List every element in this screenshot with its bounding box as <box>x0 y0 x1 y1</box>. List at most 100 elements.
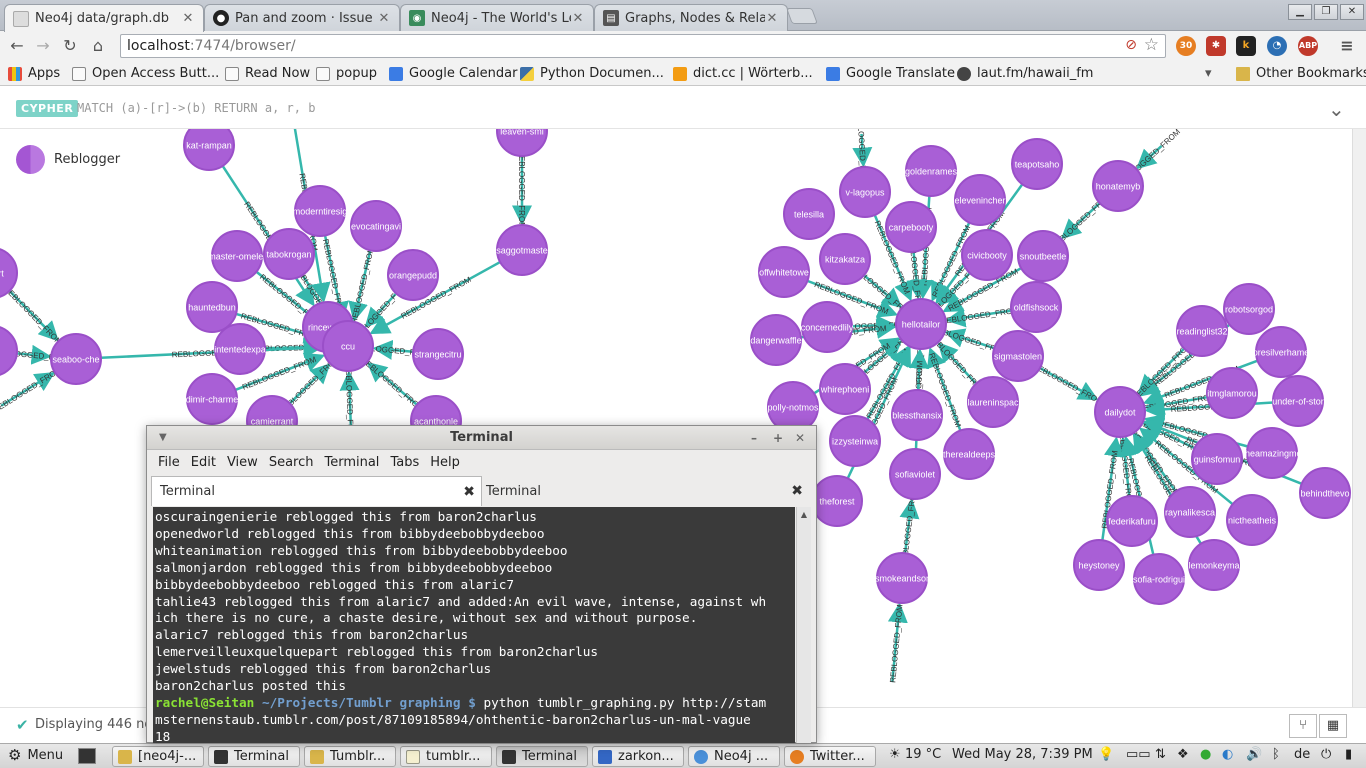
graph-node[interactable]: offwhitetowe <box>758 246 810 298</box>
node-circle[interactable] <box>943 428 995 480</box>
relationship-edge[interactable] <box>1138 427 1234 506</box>
menu-file[interactable]: File <box>158 454 180 470</box>
bookmark-python-docs[interactable]: Python Documen... <box>520 64 664 83</box>
tab-github-issue[interactable]: ● Pan and zoom · Issue # ✕ <box>204 4 400 31</box>
menu-tabs[interactable]: Tabs <box>390 454 420 470</box>
task-tumblr-editor[interactable]: tumblr... <box>400 746 492 767</box>
task-tumblr-folder[interactable]: Tumblr... <box>304 746 396 767</box>
bookmark-google-calendar[interactable]: Google Calendar <box>389 64 517 83</box>
node-circle[interactable] <box>50 333 102 385</box>
bookmark-google-translate[interactable]: Google Translate <box>826 64 955 83</box>
node-circle[interactable] <box>1206 367 1258 419</box>
task-zarkon[interactable]: zarkon... <box>592 746 684 767</box>
node-circle[interactable] <box>1133 553 1185 605</box>
graph-node[interactable]: orangepudd <box>387 249 439 301</box>
graph-node[interactable]: lemonkeyma <box>1188 539 1240 591</box>
relationship-edge[interactable] <box>100 338 324 360</box>
graph-node[interactable]: federikafuru <box>1106 495 1158 547</box>
node-circle[interactable] <box>992 330 1044 382</box>
graph-node[interactable]: guinsfomun <box>1191 433 1243 485</box>
close-icon[interactable]: ✕ <box>182 11 194 26</box>
graph-node[interactable]: leaven-smi <box>496 129 548 157</box>
update-icon[interactable]: ◐ <box>1222 747 1234 762</box>
node-circle[interactable] <box>839 166 891 218</box>
node-circle[interactable] <box>186 373 238 425</box>
graph-node[interactable]: ccu <box>322 320 374 372</box>
terminal-window[interactable]: ▼ Terminal – + ✕ File Edit View Search T… <box>146 425 817 743</box>
bookmark-laut-fm[interactable]: laut.fm/hawaii_fm <box>957 64 1093 83</box>
new-tab-button[interactable] <box>786 8 818 24</box>
task-neo4j-folder[interactable]: [neo4j-... <box>112 746 204 767</box>
rss-extension-icon[interactable]: 30 <box>1176 36 1196 56</box>
node-circle[interactable] <box>895 298 947 350</box>
graph-node[interactable]: rupert <box>0 248 18 298</box>
node-circle[interactable] <box>387 249 439 301</box>
graph-node[interactable]: presilverhame <box>1253 326 1310 378</box>
dropbox-icon[interactable]: ❖ <box>1177 747 1189 762</box>
close-icon[interactable]: ✕ <box>572 10 584 26</box>
node-circle[interactable] <box>294 185 346 237</box>
graph-node[interactable]: teapotsaho <box>1011 138 1063 190</box>
reload-button[interactable]: ↻ <box>63 36 77 55</box>
home-button[interactable]: ⌂ <box>92 36 104 55</box>
relationship-edge[interactable] <box>944 328 995 350</box>
close-icon[interactable]: ✖ <box>463 483 475 500</box>
menu-terminal[interactable]: Terminal <box>324 454 380 470</box>
relationship-edge[interactable] <box>348 250 372 323</box>
node-circle[interactable] <box>783 188 835 240</box>
bookmark-read-now[interactable]: Read Now <box>225 64 310 83</box>
node-circle[interactable] <box>1073 539 1125 591</box>
graph-node[interactable]: dangerwaffle <box>750 314 802 366</box>
graph-node[interactable]: behindthevo <box>1299 467 1351 519</box>
graph-node[interactable]: sofia-rodrigui <box>1133 553 1185 605</box>
window-menu-icon[interactable]: ▼ <box>159 432 167 443</box>
terminal-scrollbar[interactable]: ▲ <box>796 507 811 743</box>
graph-node[interactable]: kat-rampan <box>183 129 235 171</box>
relationship-edge[interactable] <box>806 279 899 318</box>
chat-icon[interactable]: ● <box>1200 747 1212 762</box>
relationship-edge[interactable] <box>234 352 326 392</box>
relationship-edge[interactable] <box>1039 366 1099 401</box>
node-circle[interactable] <box>961 229 1013 281</box>
relationship-edge[interactable] <box>873 214 913 302</box>
node-circle[interactable] <box>496 129 548 157</box>
menu-icon[interactable]: ≡ <box>1340 36 1354 55</box>
node-circle[interactable] <box>891 389 943 441</box>
minimize-button[interactable]: – <box>751 431 757 445</box>
k-extension-icon[interactable]: k <box>1236 36 1256 56</box>
relationship-edge[interactable] <box>369 260 501 335</box>
graph-node[interactable]: moderntiresig <box>293 185 348 237</box>
node-circle[interactable] <box>1164 486 1216 538</box>
graph-node[interactable]: civicbooty <box>961 229 1013 281</box>
graph-node[interactable]: master-omelet <box>208 230 266 282</box>
graph-node[interactable]: heystoney <box>1073 539 1125 591</box>
node-circle[interactable] <box>263 228 315 280</box>
terminal-output[interactable]: oscuraingenierie reblogged this from bar… <box>153 507 795 743</box>
relationship-edge[interactable] <box>288 363 331 405</box>
relationship-edge[interactable] <box>906 251 927 300</box>
graph-node[interactable]: robotsorgod <box>1223 283 1275 335</box>
node-circle[interactable] <box>1299 467 1351 519</box>
relationship-edge[interactable] <box>927 346 962 431</box>
tab-neo4j-site[interactable]: ◉ Neo4j - The World's Lea ✕ <box>400 4 594 31</box>
close-icon[interactable]: ✖ <box>791 483 803 499</box>
node-circle[interactable] <box>214 323 266 375</box>
node-circle[interactable] <box>801 301 853 353</box>
graph-node[interactable]: evocatingavi <box>350 200 402 252</box>
graph-node[interactable]: elevenincher <box>954 174 1006 226</box>
menu-edit[interactable]: Edit <box>190 454 216 470</box>
scroll-up-icon[interactable]: ▲ <box>800 510 808 519</box>
node-circle[interactable] <box>876 552 928 604</box>
node-circle[interactable] <box>758 246 810 298</box>
bookmarks-overflow-button[interactable]: ▾ <box>1205 64 1212 83</box>
star-icon[interactable]: ☆ <box>1143 35 1159 55</box>
graph-node[interactable]: strangecitru <box>412 328 464 380</box>
relationship-edge[interactable] <box>0 371 56 407</box>
graph-node[interactable]: polly-notmos <box>767 381 819 433</box>
graph-node[interactable]: concernedlily <box>801 301 854 353</box>
relationship-edge[interactable] <box>899 498 920 554</box>
table-view-button[interactable]: ▦ <box>1319 714 1347 738</box>
menu-view[interactable]: View <box>226 454 258 470</box>
graph-node[interactable]: sofiaviolet <box>889 448 941 500</box>
task-terminal-1[interactable]: Terminal <box>208 746 300 767</box>
